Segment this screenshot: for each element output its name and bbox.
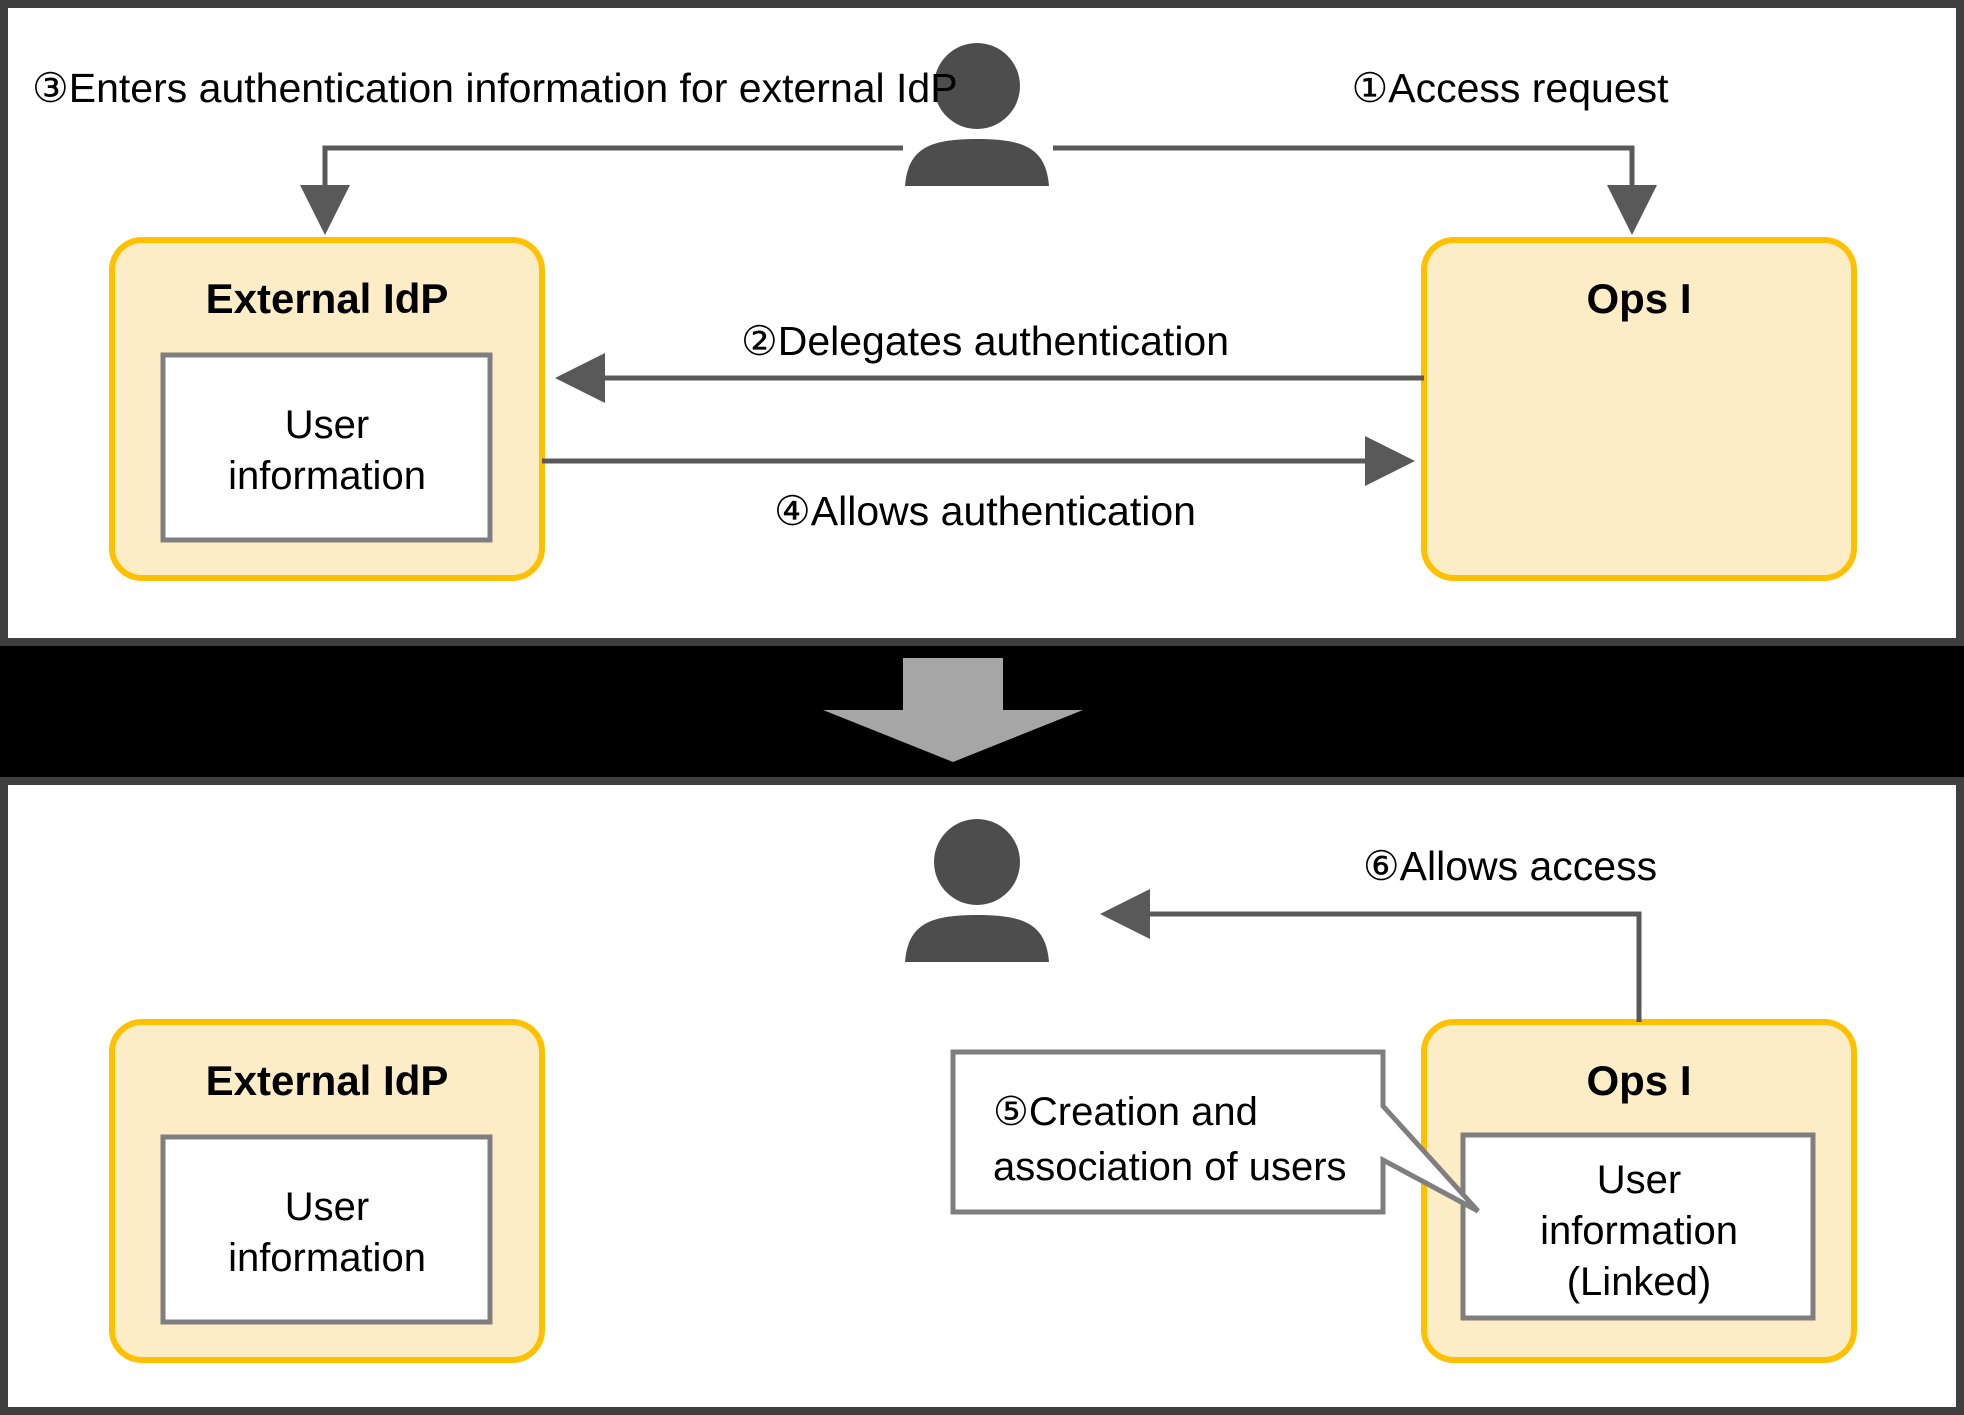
label-step-1: ①Access request <box>1351 65 1669 111</box>
label-step-6: ⑥Allows access <box>1363 843 1657 889</box>
label-step-3: ③Enters authentication information for e… <box>32 65 958 111</box>
top-external-idp-title: External IdP <box>206 275 449 322</box>
creation-association-callout[interactable] <box>950 1049 1480 1215</box>
label-step-2: ②Delegates authentication <box>741 318 1229 364</box>
bottom-ops-user-info-linked-box[interactable] <box>1460 1132 1816 1321</box>
top-user-person-icon <box>905 43 1049 186</box>
top-external-idp-inner-line1: User <box>285 403 369 447</box>
bottom-external-idp-inner-line2: information <box>228 1236 426 1280</box>
top-ops-title: Ops I <box>1586 275 1691 322</box>
bottom-ops-inner-line3: (Linked) <box>1567 1260 1712 1304</box>
label-step-4: ④Allows authentication <box>774 488 1196 534</box>
down-arrow-icon <box>823 658 1083 762</box>
top-ops-box[interactable] <box>1421 237 1857 581</box>
bottom-ops-inner-line1: User <box>1597 1158 1681 1202</box>
bottom-ops-inner-line2: information <box>1540 1209 1738 1253</box>
bottom-external-idp-title: External IdP <box>206 1057 449 1104</box>
top-external-idp-inner-line2: information <box>228 454 426 498</box>
arrow-access-request <box>1053 145 1657 235</box>
arrow-allows-access <box>1100 889 1642 1022</box>
bottom-external-idp-user-info-box[interactable] <box>160 1134 493 1325</box>
arrow-enters-auth-info <box>300 145 903 235</box>
bottom-external-idp-inner-line1: User <box>285 1185 369 1229</box>
top-external-idp-user-info-box[interactable] <box>160 352 493 543</box>
bottom-ops-title: Ops I <box>1586 1057 1691 1104</box>
bottom-user-person-icon <box>905 819 1049 962</box>
label-step-5-line1: ⑤Creation and <box>993 1090 1258 1134</box>
label-step-5-line2: association of users <box>993 1145 1347 1189</box>
